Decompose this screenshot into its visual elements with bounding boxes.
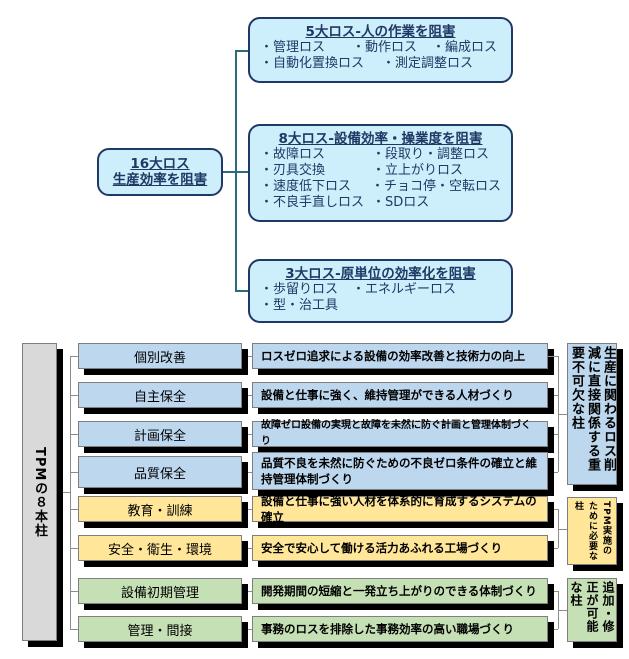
group-label: 追加・修正が可能な柱 [569,581,615,633]
pillar-name: 管理・間接 [127,623,193,639]
pillar-name: 品質保全 [133,466,186,482]
group-optional-pillars: 追加・修正が可能な柱 [567,578,617,642]
pillar-name-box: 設備初期管理 [78,578,242,604]
connector [242,356,252,357]
connector [70,629,78,630]
pillar-description: 事務のロスを排除した事務効率の高い職場づくり [261,622,514,636]
pillar-name: 安全・衛生・環境 [107,542,212,558]
connector [70,472,78,473]
pillar-description-box: 設備と仕事に強く、維持管理ができる人材づくり [252,382,548,408]
pillar-name-box: 教育・訓練 [78,496,242,522]
pillar-description: 設備と仕事に強い人材を体系的に育成するシステムの確立 [261,494,537,524]
loss-group-title: 8大ロス-設備効率・操業度を阻害 [278,131,483,147]
connector [242,395,252,396]
loss-group-8: 8大ロス-設備効率・操業度を阻害 ・故障ロス ・段取り・調整ロス ・刃具交換 ・立上… [248,124,513,222]
pillar-description: 開発期間の短縮と一発立ち上がりのできる体制づくり [261,584,537,598]
pillar-name-box: 個別改善 [78,343,242,369]
connector [548,629,558,630]
loss-item: ・編成ロス [432,40,498,55]
connector [57,492,70,493]
pillar-description-box: 故障ゼロ設備の実現と故障を未然に防ぐ計画と管理体制づくり [252,420,548,447]
loss-item: ・不良手直しロス [260,195,365,210]
group-label: 生産に関わるロス削減に直接関係する重要不可欠な柱 [569,346,616,472]
pillar-description-box: 品質不良を未然に防ぐための不良ゼロ条件の確立と維持管理体制づくり [252,452,548,490]
pillar-name-box: 品質保全 [78,456,242,488]
connector [548,509,558,510]
loss-group-title: 5大ロス-人の作業を阻害 [305,24,456,40]
pillar-name: 個別改善 [133,350,186,366]
connector [242,591,252,592]
loss-item: ・速度低下ロス [260,179,352,194]
tpm-title-box: TPMの８本柱 [22,343,57,641]
loss-item: ・動作ロス [352,40,418,55]
loss-item: ・立上がりロス [372,163,464,178]
root-loss-box: 16大ロス 生産効率を阻害 [97,148,223,196]
connector [70,434,78,435]
pillar-name-box: 安全・衛生・環境 [78,535,242,561]
root-subtitle: 生産効率を阻害 [112,172,208,188]
connector [242,509,252,510]
connector [70,548,78,549]
group-tpm-required-pillars: TPM実施のために必要な柱 [567,497,617,565]
loss-item: ・管理ロス [260,40,326,55]
connector [242,472,252,473]
connector [70,395,78,396]
loss-item: ・故障ロス [260,147,326,162]
loss-group-title: 3大ロス-原単位の効率化を阻害 [285,266,476,282]
pillar-name: 計画保全 [133,428,186,444]
connector [548,548,558,549]
loss-item: ・SDロス [372,195,430,210]
pillar-description-box: 設備と仕事に強い人材を体系的に育成するシステムの確立 [252,494,548,524]
loss-item: ・自動化置換ロス [260,56,365,71]
connector [70,591,78,592]
connector [70,356,78,357]
loss-item: ・歩留りロス [260,282,339,297]
pillar-description-box: 事務のロスを排除した事務効率の高い職場づくり [252,616,548,642]
connector [235,171,248,173]
connector [242,548,252,549]
pillar-name: 設備初期管理 [120,585,199,601]
loss-item: ・型・治工具 [260,298,339,313]
pillar-description-box: 開発期間の短縮と一発立ち上がりのできる体制づくり [252,578,548,604]
connector [70,356,71,630]
group-core-pillars: 生産に関わるロス削減に直接関係する重要不可欠な柱 [567,343,617,485]
pillar-description: 故障ゼロ設備の実現と故障を未然に防ぐ計画と管理体制づくり [261,420,531,447]
pillar-description: 設備と仕事に強く、維持管理ができる人材づくり [261,388,514,402]
pillar-name: 自主保全 [133,389,186,405]
pillar-name-box: 管理・間接 [78,616,242,642]
loss-item: ・段取り・調整ロス [372,147,490,162]
loss-item: ・測定調整ロス [382,56,474,71]
pillar-description-box: 安全で安心して働ける活力あふれる工場づくり [252,535,548,561]
connector [222,171,235,173]
pillar-name-box: 自主保全 [78,382,242,408]
pillar-name: 教育・訓練 [127,503,193,519]
connector [235,50,248,52]
root-title: 16大ロス [130,156,190,172]
connector [548,472,558,473]
connector [548,434,558,435]
pillar-name-box: 計画保全 [78,421,242,447]
connector [242,629,252,630]
group-label: TPM実施のために必要な柱 [573,501,611,561]
loss-item: ・エネルギーロス [352,282,457,297]
connector [548,395,558,396]
connector [548,591,558,592]
connector [235,290,248,292]
pillar-description: 品質不良を未然に防ぐための不良ゼロ条件の確立と維持管理体制づくり [261,456,537,486]
connector [242,434,252,435]
pillar-description: 安全で安心して働ける活力あふれる工場づくり [261,541,503,555]
connector [70,509,78,510]
loss-item: ・刃具交換 [260,163,326,178]
pillar-description-box: ロスゼロ追求による設備の効率改善と技術力の向上 [252,343,548,369]
loss-group-3: 3大ロス-原単位の効率化を阻害 ・歩留りロス・エネルギーロス ・型・治工具 [248,259,513,323]
tpm-title: TPMの８本柱 [32,446,47,538]
loss-group-5: 5大ロス-人の作業を阻害 ・管理ロス ・動作ロス・編成ロス ・自動化置換ロス ・測定… [248,17,513,83]
pillar-description: ロスゼロ追求による設備の効率改善と技術力の向上 [261,349,526,363]
loss-item: ・チョコ停・空転ロス [370,179,501,194]
